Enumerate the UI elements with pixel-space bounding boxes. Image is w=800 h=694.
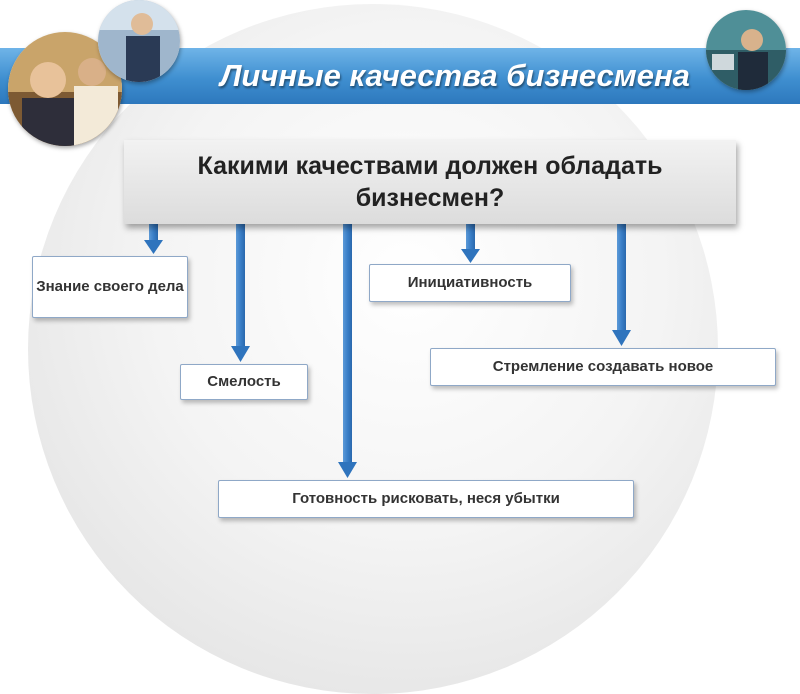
question-box: Какими качествами должен обладать бизнес… bbox=[124, 140, 736, 224]
connector-arrows bbox=[144, 224, 631, 478]
arrow-to-knowledge bbox=[144, 224, 163, 254]
quality-initiative: Инициативность bbox=[369, 264, 571, 302]
quality-knowledge: Знание своего дела bbox=[32, 256, 188, 318]
arrow-to-risk bbox=[338, 224, 357, 478]
quality-innovation: Стремление создавать новое bbox=[430, 348, 776, 386]
quality-courage: Смелость bbox=[180, 364, 308, 400]
quality-risk-taking: Готовность рисковать, неся убытки bbox=[218, 480, 634, 518]
slide-title: Личные качества бизнесмена bbox=[220, 58, 690, 93]
arrow-to-initiative bbox=[461, 224, 480, 263]
arrow-to-innovation bbox=[612, 224, 631, 346]
question-text: Какими качествами должен обладать бизнес… bbox=[197, 152, 663, 212]
arrow-to-courage bbox=[231, 224, 250, 362]
